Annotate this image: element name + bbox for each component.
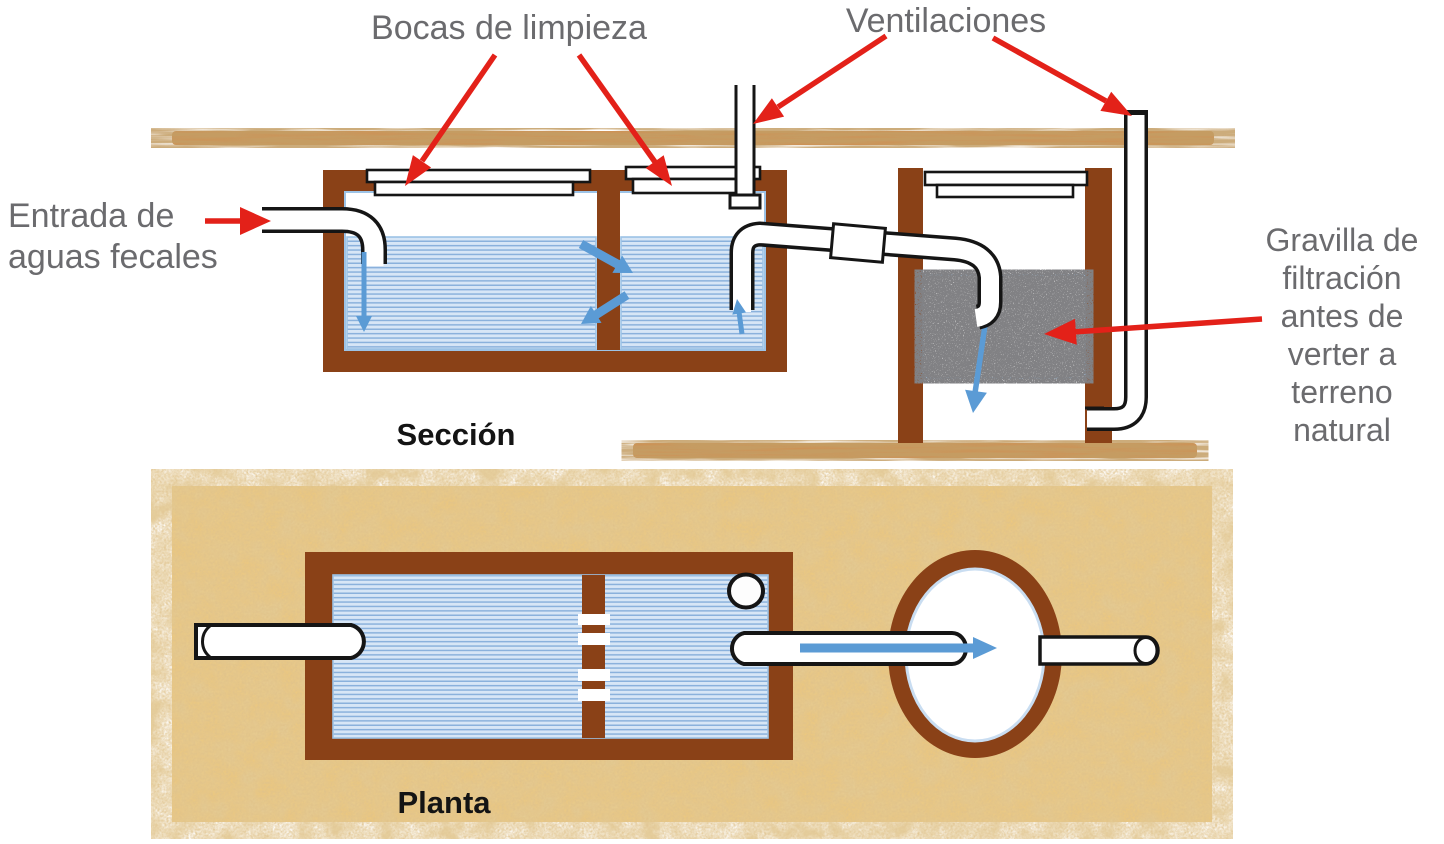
arrow-cleanout-right (576, 53, 672, 186)
pipe-coupling (828, 222, 888, 264)
label-inlet: Entrada de aguas fecales (8, 196, 218, 278)
section-title: Sección (396, 417, 516, 452)
arrow-inlet (205, 207, 271, 235)
filter-chamber-section (898, 168, 1112, 443)
discharge-pipe-plan (1038, 635, 1160, 666)
transfer-pipe (729, 221, 1003, 330)
vent-pipe-small (728, 85, 762, 210)
ground-plank-top (172, 131, 1214, 145)
inlet-pipe-plan (194, 623, 366, 660)
label-inlet-line2: aguas fecales (8, 238, 218, 276)
cleanout-cover-2-bottom (631, 177, 750, 195)
label-gravel: Gravilla de filtración antes de verter a… (1266, 221, 1419, 449)
label-inlet-line1: Entrada de (8, 197, 175, 235)
label-gravel-line5: terreno (1291, 374, 1393, 410)
outlet-flow-arrow-plan (800, 637, 997, 659)
inspection-opening (727, 572, 765, 610)
vent-pipe-tall (1085, 110, 1148, 431)
filter-gravel (922, 274, 1086, 379)
label-gravel-line3: antes de (1280, 298, 1404, 334)
filter-wall-left (898, 168, 923, 443)
plan-view (172, 486, 1212, 822)
label-gravel-line1: Gravilla de (1265, 222, 1419, 258)
arrow-vent-right (991, 35, 1132, 116)
inlet-flow-arrow (356, 252, 372, 332)
label-gravel-line6: natural (1293, 412, 1391, 448)
arrow-cleanout-left (405, 53, 498, 186)
baffle-flow-arrow-upper (578, 240, 633, 273)
septic-tank-section (323, 165, 787, 372)
baffle-plan (582, 575, 605, 738)
plan-title: Planta (397, 785, 491, 820)
filter-wall-right (1085, 168, 1112, 443)
baffle-flow-arrow-lower (581, 291, 630, 324)
annotation-arrows (205, 33, 1263, 345)
label-cleanouts: Bocas de limpieza (371, 9, 647, 47)
label-gravel-line4: verter a (1287, 336, 1397, 372)
water-chamber-1 (346, 236, 597, 350)
filter-cover-bottom (935, 183, 1075, 199)
cleanout-cover-1-top (365, 168, 592, 184)
filter-cover-top (923, 170, 1089, 187)
cleanout-cover-1-bottom (373, 180, 575, 197)
arrow-vent-left (753, 33, 888, 124)
ground-plank-bottom (633, 443, 1197, 458)
arrow-gravel (1044, 316, 1263, 345)
outlet-rise-arrow (732, 299, 747, 335)
baffle-slots (578, 614, 610, 701)
label-gravel-line2: filtración (1282, 260, 1402, 296)
septic-tank-plan (305, 552, 793, 760)
inlet-pipe (262, 207, 387, 266)
water-plan (332, 574, 769, 739)
label-vents: Ventilaciones (845, 2, 1047, 40)
